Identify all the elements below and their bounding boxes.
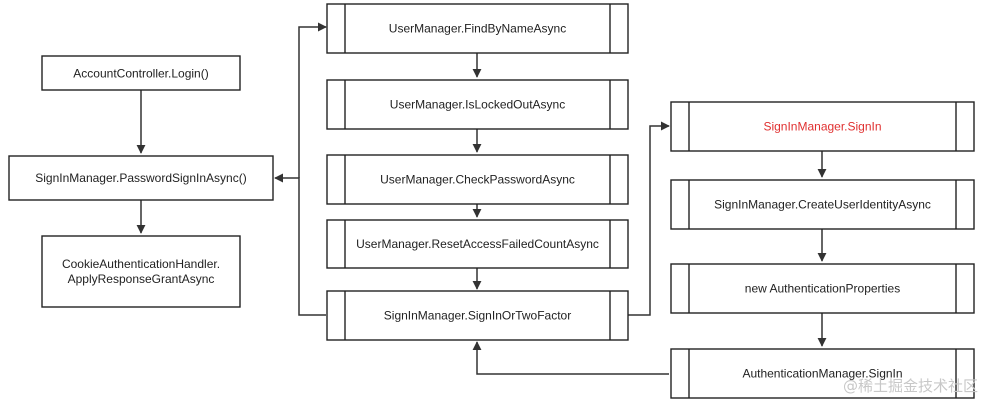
- node-label: new AuthenticationProperties: [745, 282, 900, 296]
- node-label-highlighted: SignInManager.SignIn: [763, 120, 881, 134]
- node-label-line-1: CookieAuthenticationHandler.: [62, 257, 220, 271]
- node-sign-in: SignInManager.SignIn: [670, 101, 975, 152]
- node-account-controller-login: AccountController.Login(): [41, 55, 241, 91]
- node-sign-in-or-two-factor: SignInManager.SignInOrTwoFactor: [326, 290, 629, 341]
- connectors: [136, 22, 827, 375]
- node-check-password-async: UserManager.CheckPasswordAsync: [326, 154, 629, 205]
- node-cookie-authentication-handler: CookieAuthenticationHandler. ApplyRespon…: [41, 235, 241, 308]
- node-label: UserManager.IsLockedOutAsync: [390, 98, 565, 112]
- arrow-password-sign-in-to-find-by-name: [298, 22, 327, 178]
- node-new-authentication-properties: new AuthenticationProperties: [670, 263, 975, 314]
- arrow-sign-in-or-two-factor-return: [274, 173, 326, 316]
- arrow-auth-manager-return: [472, 341, 669, 375]
- node-label: AccountController.Login(): [73, 67, 208, 81]
- node-password-sign-in-async: SignInManager.PasswordSignInAsync(): [8, 155, 274, 201]
- node-label: SignInManager.PasswordSignInAsync(): [35, 171, 246, 185]
- node-label: UserManager.ResetAccessFailedCountAsync: [356, 237, 599, 251]
- node-label: UserManager.CheckPasswordAsync: [380, 173, 575, 187]
- node-create-user-identity-async: SignInManager.CreateUserIdentityAsync: [670, 179, 975, 230]
- node-label: SignInManager.SignInOrTwoFactor: [384, 309, 571, 323]
- node-label: AuthenticationManager.SignIn: [742, 367, 902, 381]
- node-authentication-manager-sign-in: AuthenticationManager.SignIn: [670, 348, 975, 399]
- node-reset-access-failed-count-async: UserManager.ResetAccessFailedCountAsync: [326, 219, 629, 269]
- node-label: SignInManager.CreateUserIdentityAsync: [714, 198, 931, 212]
- node-is-locked-out-async: UserManager.IsLockedOutAsync: [326, 79, 629, 130]
- node-find-by-name-async: UserManager.FindByNameAsync: [326, 3, 629, 54]
- watermark-text: @稀土掘金技术社区: [843, 377, 978, 395]
- node-label: UserManager.FindByNameAsync: [389, 22, 566, 36]
- arrow-sign-in-or-two-factor-to-sign-in: [628, 121, 670, 316]
- node-label-line-2: ApplyResponseGrantAsync: [68, 272, 215, 286]
